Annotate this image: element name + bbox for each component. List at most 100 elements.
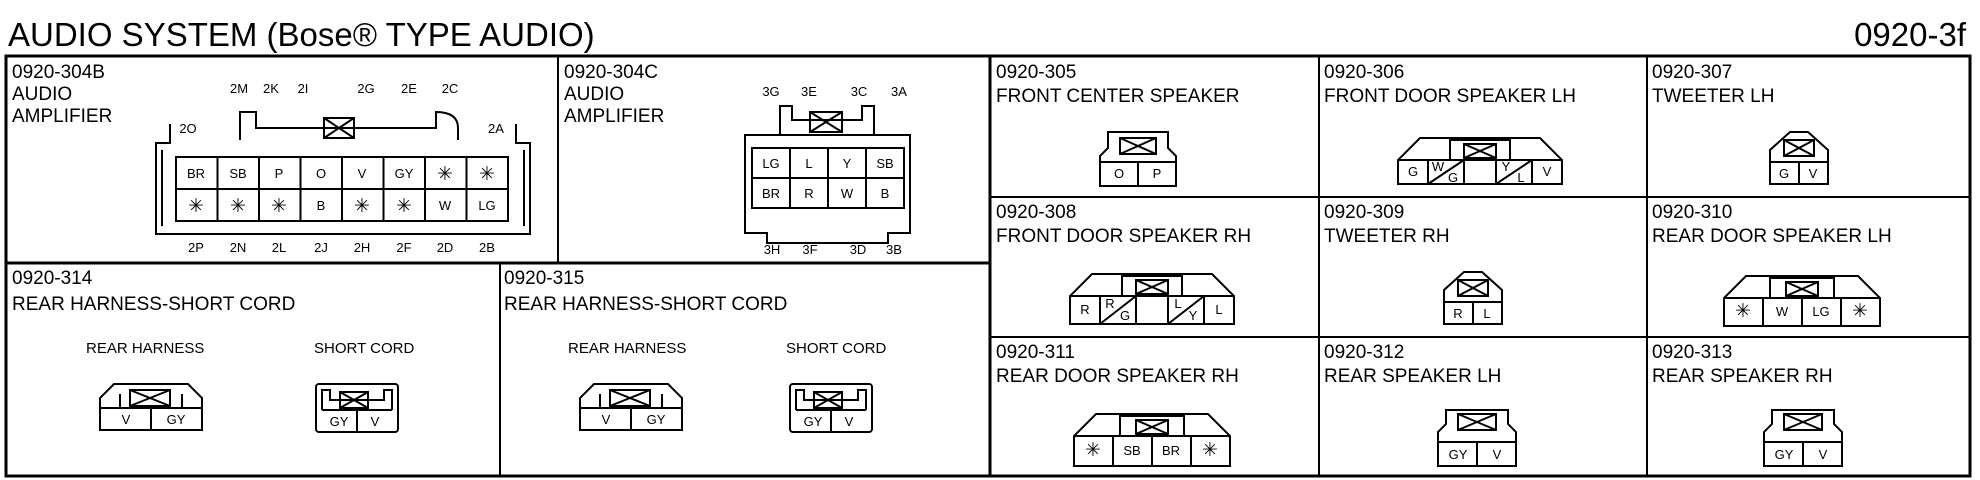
c304c-name-line1: AUDIO xyxy=(564,84,625,105)
c304b-pin: ✳ xyxy=(188,196,204,217)
c304c-bottom-label: 3H xyxy=(763,242,781,257)
c304b-id: 0920-304B xyxy=(12,62,105,83)
c304c-bottom-label: 3D xyxy=(849,242,867,257)
c304b-pin: ✳ xyxy=(230,196,246,217)
c314-pin: V xyxy=(370,414,380,429)
c314-sub-rear-harness: REAR HARNESS xyxy=(86,340,205,357)
c310-name: REAR DOOR SPEAKER LH xyxy=(1652,226,1892,247)
c311-pin: BR xyxy=(1161,443,1181,458)
page-title: AUDIO SYSTEM (Bose® TYPE AUDIO) xyxy=(8,16,595,53)
c313-id: 0920-313 xyxy=(1652,342,1733,363)
page-code: 0920-3f xyxy=(1854,16,1966,53)
c306-name: FRONT DOOR SPEAKER LH xyxy=(1324,86,1576,107)
c305-pin: O xyxy=(1113,166,1125,181)
c304b-pin: P xyxy=(274,166,284,181)
c308-pin: L xyxy=(1174,296,1182,311)
c304c-id: 0920-304C xyxy=(564,62,659,83)
connector-314-rear-harness-shape xyxy=(99,383,203,431)
connector-306-shape xyxy=(1397,137,1563,185)
connector-315-rear-harness-shape xyxy=(579,383,683,431)
c308-pin: R xyxy=(1080,302,1090,317)
c304b-pin: LG xyxy=(478,198,496,213)
c304b-pin: B xyxy=(316,198,326,213)
c304c-pin: BR xyxy=(761,186,781,201)
c314-sub-short-cord: SHORT CORD xyxy=(314,340,415,357)
c306-pin: G xyxy=(1447,170,1459,185)
c311-pin: SB xyxy=(1123,443,1141,458)
c307-id: 0920-307 xyxy=(1652,62,1733,83)
c315-pin: GY xyxy=(803,414,823,429)
c311-pin: ✳ xyxy=(1085,440,1101,461)
diagram-frame xyxy=(4,54,1972,478)
c304c-pin: SB xyxy=(876,156,894,171)
c304b-top-label: 2I xyxy=(297,81,309,96)
connector-304b-shape xyxy=(155,110,531,235)
connector-313-shape xyxy=(1763,409,1843,467)
c304b-pin: ✳ xyxy=(271,196,287,217)
c309-id: 0920-309 xyxy=(1324,202,1405,223)
c304b-right-label: 2A xyxy=(488,121,504,136)
c304b-pin: BR xyxy=(186,166,206,181)
c315-sub-short-cord: SHORT CORD xyxy=(786,340,887,357)
c312-name: REAR SPEAKER LH xyxy=(1324,366,1502,387)
c304c-pin: Y xyxy=(842,156,852,171)
c304b-bottom-label: 2B xyxy=(479,240,495,255)
connector-310-shape xyxy=(1723,275,1881,327)
c308-id: 0920-308 xyxy=(996,202,1077,223)
c314-name: REAR HARNESS-SHORT CORD xyxy=(12,294,296,315)
c304b-top-label: 2C xyxy=(441,81,459,96)
c313-name: REAR SPEAKER RH xyxy=(1652,366,1833,387)
c310-id: 0920-310 xyxy=(1652,202,1733,223)
c310-pin: W xyxy=(1775,304,1789,319)
connector-312-shape xyxy=(1437,409,1517,467)
c304b-bottom-label: 2J xyxy=(314,240,328,255)
c304b-bottom-label: 2N xyxy=(229,240,247,255)
c306-id: 0920-306 xyxy=(1324,62,1405,83)
c304b-top-label: 2G xyxy=(357,81,375,96)
c315-name: REAR HARNESS-SHORT CORD xyxy=(504,294,788,315)
connector-309-shape xyxy=(1443,271,1503,325)
c308-pin: G xyxy=(1119,308,1131,323)
c304c-pin: LG xyxy=(762,156,780,171)
c314-id: 0920-314 xyxy=(12,268,93,289)
c304b-bottom-label: 2D xyxy=(436,240,454,255)
c304b-pin: GY xyxy=(394,166,414,181)
c304c-name-line2: AMPLIFIER xyxy=(564,106,665,127)
c304b-left-label: 2O xyxy=(179,121,197,136)
c306-pin: G xyxy=(1407,164,1419,179)
c308-pin: Y xyxy=(1188,308,1198,323)
c315-pin: V xyxy=(844,414,854,429)
connector-311-shape xyxy=(1073,413,1231,467)
c304c-top-label: 3C xyxy=(850,84,868,99)
c304c-pin: W xyxy=(840,186,854,201)
c304b-pin: ✳ xyxy=(437,164,453,185)
c304b-pin: V xyxy=(357,166,367,181)
c309-pin: L xyxy=(1483,306,1491,321)
c304c-top-label: 3G xyxy=(762,84,780,99)
c311-id: 0920-311 xyxy=(996,342,1075,363)
c304b-name-line2: AMPLIFIER xyxy=(12,106,113,127)
c306-pin: Y xyxy=(1501,159,1511,174)
c305-pin: P xyxy=(1152,166,1162,181)
connector-308-shape xyxy=(1069,273,1235,325)
c304c-top-label: 3A xyxy=(891,84,907,99)
c305-id: 0920-305 xyxy=(996,62,1077,83)
c309-pin: R xyxy=(1453,306,1463,321)
c315-pin: GY xyxy=(646,412,666,427)
c311-name: REAR DOOR SPEAKER RH xyxy=(996,366,1239,387)
c313-pin: V xyxy=(1818,447,1828,462)
c308-name: FRONT DOOR SPEAKER RH xyxy=(996,226,1252,247)
c304b-pin: O xyxy=(315,166,327,181)
c309-name: TWEETER RH xyxy=(1324,226,1450,247)
c304b-bottom-label: 2L xyxy=(271,240,287,255)
c310-pin: LG xyxy=(1812,304,1830,319)
c311-pin: ✳ xyxy=(1202,440,1218,461)
c304b-pin: ✳ xyxy=(396,196,412,217)
c304c-bottom-label: 3F xyxy=(802,242,818,257)
c304b-bottom-label: 2H xyxy=(353,240,371,255)
c312-id: 0920-312 xyxy=(1324,342,1405,363)
c304b-pin: SB xyxy=(229,166,247,181)
c305-name: FRONT CENTER SPEAKER xyxy=(996,86,1240,107)
connector-304c-shape xyxy=(744,105,911,244)
